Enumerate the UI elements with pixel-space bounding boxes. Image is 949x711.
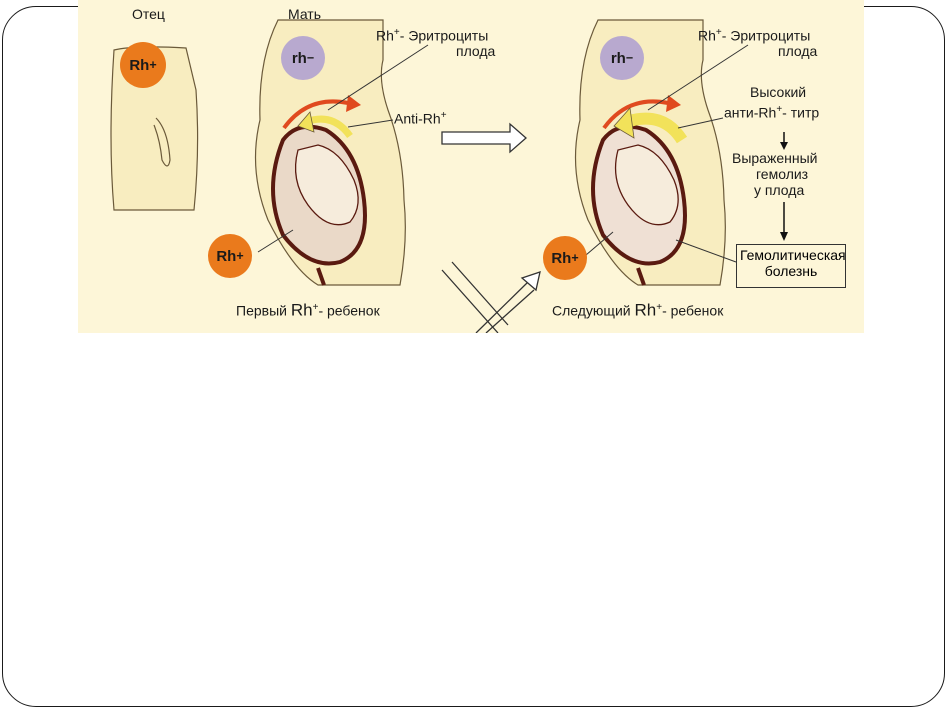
rh-sign: + [393, 27, 400, 38]
flow-arrowhead-2 [780, 232, 788, 241]
titer-text: - титр [782, 104, 820, 121]
rh-sign: − [306, 51, 315, 65]
fetus-1 [294, 144, 359, 226]
caption-child: - ребенок [318, 302, 380, 319]
yellow-arrow-2 [624, 112, 688, 144]
child-2-rh-positive: Rh+ [543, 236, 587, 280]
rh-sign: + [236, 249, 244, 263]
mother-1-rh-negative: rh− [281, 36, 325, 80]
hollow-arrow-cross-2 [475, 281, 535, 333]
umbilical-1 [316, 267, 326, 286]
father-genitals [153, 117, 171, 167]
father-rh-positive: Rh+ [120, 42, 166, 88]
rh-text: Rh [551, 249, 572, 267]
label-hemolysis-2: гемолиз [756, 166, 809, 182]
rh-sign: + [571, 251, 579, 265]
rbc-text: - Эритроциты [721, 27, 811, 44]
rh-text: Rh [376, 27, 394, 44]
red-arrowhead-2 [666, 95, 681, 112]
label-rbc-2: Rh+- Эритроциты [698, 25, 810, 44]
flow-arrowhead-1 [780, 142, 788, 150]
hollow-arrow-right [441, 122, 527, 154]
hollow-arrow-cross-head [520, 271, 541, 292]
rh-sign: − [625, 51, 634, 65]
caption-word: Первый [236, 302, 287, 319]
caption-word: Следующий [552, 302, 631, 319]
rbc-text: - Эритроциты [399, 27, 489, 44]
figure-drawing [110, 19, 788, 333]
rh-sign: + [440, 110, 447, 121]
leader-high-2 [677, 117, 724, 129]
label-rbc-1: Rh+- Эритроциты [376, 25, 488, 44]
leader-rbc-2 [647, 44, 749, 111]
label-anti-rh: Anti-Rh+ [394, 108, 447, 127]
label-rbc-2-line2: плода [778, 43, 818, 59]
label-high-1: Высокий [750, 84, 807, 100]
label-father: Отец [132, 6, 165, 22]
mother-2-rh-negative: rh− [600, 36, 644, 80]
rh-sign: + [656, 302, 663, 313]
leader-anti-1 [347, 119, 394, 128]
hollow-arrow-cross-1 [441, 261, 509, 333]
rh-sign: + [776, 104, 783, 115]
leader-rh-child-2 [585, 231, 614, 256]
leader-disease [675, 239, 737, 263]
rh-text: Rh [129, 56, 150, 74]
umbilical-2 [636, 267, 646, 286]
red-arrowhead-1 [346, 95, 361, 112]
rh-text: Rh [216, 247, 237, 265]
caption-first-child: Первый Rh+- ребенок [236, 300, 380, 319]
rh-sign: + [312, 302, 319, 313]
caption-child: - ребенок [662, 302, 724, 319]
fetus-2 [614, 144, 679, 226]
rh-sign: + [715, 27, 722, 38]
label-hemolysis-1: Выраженный [732, 150, 818, 166]
rh-text: Rh [634, 300, 657, 320]
label-high-2: анти-Rh+- титр [724, 102, 819, 121]
disease-box: Гемолитическая болезнь [736, 244, 846, 288]
rh-conflict-figure: Отец Мать Rh+ rh− Rh+ rh− Rh+ Rh+- Эритр… [78, 0, 864, 333]
disease-line-2: болезнь [764, 263, 818, 279]
child-1-rh-positive: Rh+ [208, 234, 252, 278]
caption-next-child: Следующий Rh+- ребенок [552, 300, 723, 319]
rh-text: Rh [290, 300, 313, 320]
leader-rbc-1 [327, 44, 429, 111]
rh-text: Rh [698, 27, 716, 44]
rh-text: rh [610, 49, 626, 67]
disease-line-1: Гемолитическая [740, 247, 846, 263]
leader-rh-child-1 [257, 229, 294, 253]
rh-sign: + [149, 58, 157, 72]
label-mother: Мать [288, 6, 322, 22]
yellow-arrowhead-2 [613, 107, 635, 139]
anti-rh-text: Anti-Rh [394, 110, 441, 127]
anti-rh-text: анти-Rh [724, 104, 777, 121]
yellow-arrowhead-1 [297, 111, 315, 133]
label-rbc-1-line2: плода [456, 43, 496, 59]
rh-text: rh [291, 49, 307, 67]
label-hemolysis-3: у плода [754, 182, 805, 198]
